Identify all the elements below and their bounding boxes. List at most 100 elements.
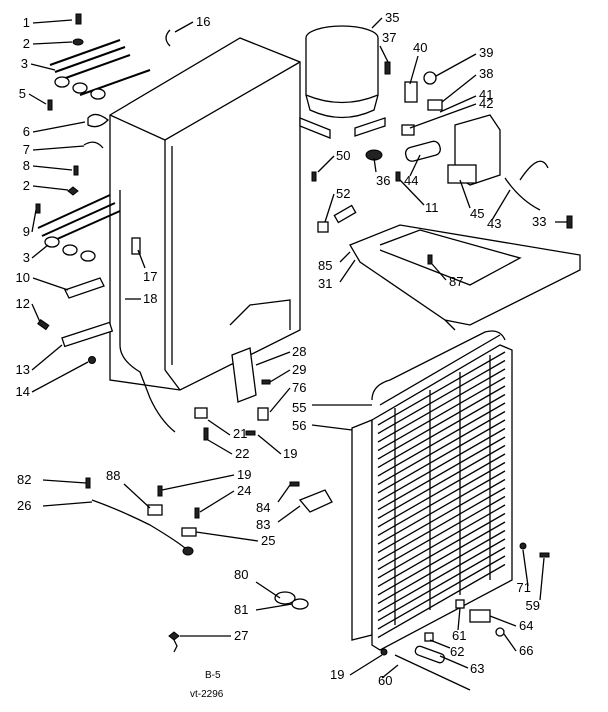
callout-43: 43: [487, 216, 501, 231]
condenser-fin: [377, 504, 506, 579]
leader-line: [317, 155, 335, 173]
callout-33: 33: [532, 214, 546, 229]
leader-line: [31, 344, 63, 371]
callout-17: 17: [143, 269, 157, 284]
leader-line: [379, 45, 389, 63]
condenser-fin: [377, 436, 506, 511]
leader-line: [137, 249, 146, 269]
callout-83: 83: [256, 517, 270, 532]
leader-line: [30, 63, 56, 71]
condenser-fin: [377, 538, 506, 613]
condenser-fin: [377, 546, 506, 622]
leader-line: [373, 157, 377, 173]
condenser-fins: [377, 351, 506, 639]
leader-line: [489, 615, 517, 627]
condenser-fin: [377, 555, 506, 630]
callout-9: 9: [23, 224, 30, 239]
leader-line: [31, 244, 49, 259]
cabinet-shell: [109, 37, 301, 433]
leader-line: [399, 179, 425, 206]
condenser-fin: [377, 495, 506, 571]
upper-coil-assembly: [49, 39, 151, 149]
callout-21: 21: [233, 426, 247, 441]
callout-41: 41: [479, 87, 493, 102]
condenser-fin: [377, 512, 506, 588]
callout-3: 3: [21, 56, 28, 71]
leader-line: [42, 501, 93, 507]
leader-line: [195, 531, 259, 542]
leader-line: [503, 633, 517, 652]
callout-2: 2: [23, 178, 30, 193]
condenser-fin: [377, 529, 506, 605]
callout-16: 16: [196, 14, 210, 29]
callout-1: 1: [23, 15, 30, 30]
leader-line: [32, 185, 69, 191]
callout-19: 19: [330, 667, 344, 682]
callout-5: 5: [19, 86, 26, 101]
leader-line: [381, 664, 399, 679]
callout-62: 62: [450, 644, 464, 659]
condenser-fin: [377, 478, 506, 554]
leader-line: [439, 655, 469, 669]
callout-42: 42: [479, 96, 493, 111]
callout-37: 37: [382, 30, 396, 45]
callout-84: 84: [256, 500, 270, 515]
leader-line: [269, 387, 291, 413]
condenser-fin: [377, 461, 506, 537]
callout-40: 40: [413, 40, 427, 55]
callout-87: 87: [449, 274, 463, 289]
leader-line: [311, 424, 353, 431]
callout-44: 44: [404, 173, 418, 188]
leader-line: [257, 434, 282, 455]
leader-line: [277, 484, 291, 503]
callout-25: 25: [261, 533, 275, 548]
callout-27: 27: [234, 628, 248, 643]
condenser-fin: [377, 419, 506, 494]
condenser: [351, 330, 513, 651]
callout-59: 59: [526, 598, 540, 613]
callout-63: 63: [470, 661, 484, 676]
callout-82: 82: [17, 472, 31, 487]
condenser-fin: [377, 368, 506, 443]
condenser-fin: [377, 402, 506, 477]
leader-line: [174, 21, 194, 33]
leader-line: [207, 419, 231, 436]
leader-line: [277, 505, 301, 523]
callout-8: 8: [23, 158, 30, 173]
leader-line: [324, 193, 335, 223]
callout-19: 19: [283, 446, 297, 461]
lower-coil-assembly: [37, 194, 121, 348]
leader-line: [161, 474, 235, 491]
base-pan: [349, 224, 581, 331]
condenser-fin: [377, 453, 506, 528]
callout-13: 13: [16, 362, 30, 377]
leader-line: [32, 165, 73, 171]
callout-7: 7: [23, 142, 30, 157]
leader-line: [539, 557, 545, 601]
callout-19: 19: [237, 467, 251, 482]
callout-61: 61: [452, 628, 466, 643]
compressor: [299, 25, 386, 161]
callout-24: 24: [237, 483, 251, 498]
leader-line: [409, 154, 421, 177]
callout-leaders: [28, 17, 567, 679]
condenser-fin: [377, 385, 506, 460]
condenser-fin: [377, 393, 506, 469]
callout-3: 3: [23, 250, 30, 265]
leader-line: [199, 490, 235, 513]
left-screws: [35, 13, 96, 364]
callout-18: 18: [143, 291, 157, 306]
leader-line: [28, 93, 47, 105]
leader-line: [441, 74, 477, 103]
leader-line: [42, 479, 87, 484]
center-parts: [194, 347, 271, 441]
leader-line: [459, 179, 471, 209]
callout-45: 45: [470, 206, 484, 221]
callout-11: 11: [425, 200, 439, 215]
leader-line: [371, 17, 383, 29]
drawing-code: vt-2296: [190, 689, 224, 700]
callout-31: 31: [318, 276, 332, 291]
callout-64: 64: [519, 618, 533, 633]
